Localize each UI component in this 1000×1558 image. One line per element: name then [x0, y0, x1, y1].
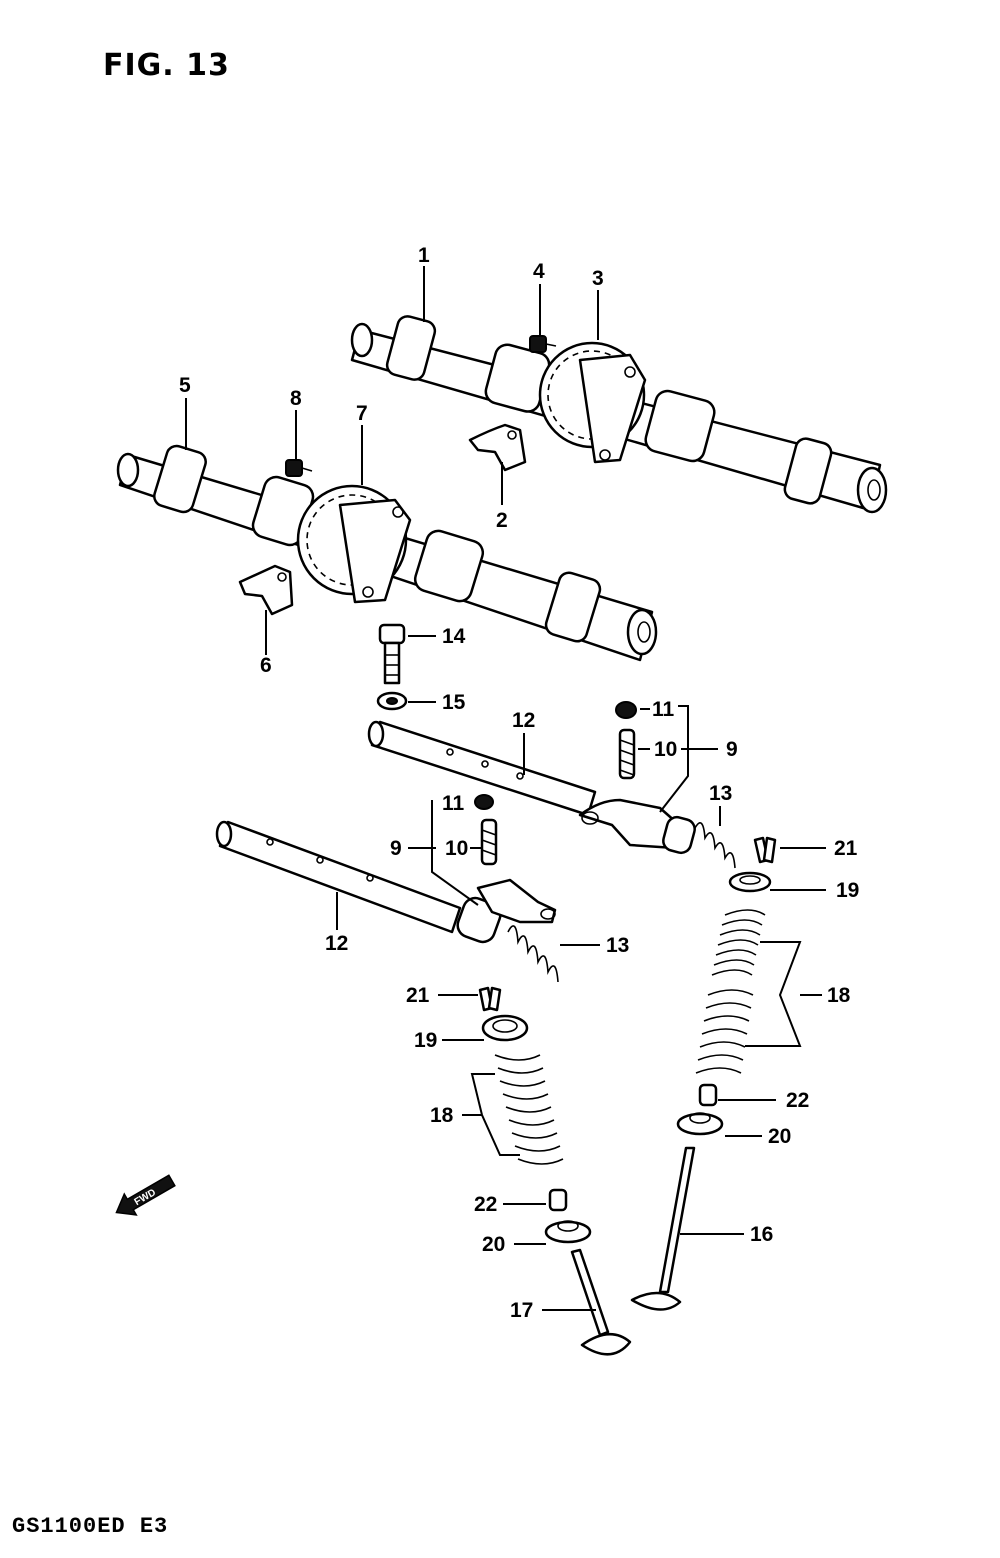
callout-22-right: 22 — [786, 1089, 809, 1112]
callout-19-upper: 19 — [836, 879, 859, 902]
callout-12-lower: 12 — [325, 932, 348, 955]
forward-arrow-icon: FWD — [115, 1174, 176, 1216]
callout-2: 2 — [496, 509, 508, 532]
rocker-arm-upper — [578, 798, 696, 855]
spring-retainer-right — [728, 871, 772, 893]
adjuster-nut-lower — [474, 794, 494, 810]
callout-labels: 1 4 3 5 8 7 2 6 14 15 12 11 10 9 13 11 9… — [179, 244, 859, 1322]
callout-13-upper: 13 — [709, 782, 732, 805]
adjuster-screw-upper — [618, 728, 636, 780]
callout-5: 5 — [179, 374, 191, 397]
figure-title: FIG. 13 — [103, 48, 230, 83]
callout-14: 14 — [442, 625, 466, 648]
callout-18-right: 18 — [827, 984, 851, 1007]
cam-sprocket-upper — [538, 341, 647, 464]
spring-retainer-left — [481, 1014, 529, 1042]
callout-6: 6 — [260, 654, 272, 677]
valve-stem-seal-right — [698, 1083, 718, 1107]
adjuster-nut-upper — [615, 701, 637, 719]
rocker-spring-lower — [507, 925, 559, 983]
callout-16: 16 — [750, 1223, 773, 1246]
rocker-arm-lower — [476, 878, 557, 924]
callout-3: 3 — [592, 267, 604, 290]
spring-seat-left — [544, 1220, 592, 1244]
rocker-shaft-bolt — [378, 623, 406, 685]
model-code: GS1100ED E3 — [12, 1514, 169, 1539]
valve-cotter-upper — [753, 836, 777, 864]
callout-20-right: 20 — [768, 1125, 791, 1148]
callout-8: 8 — [290, 387, 302, 410]
rocker-spring-upper — [694, 822, 736, 869]
sprocket-bolt-upper — [529, 335, 557, 353]
callout-17: 17 — [510, 1299, 533, 1322]
callout-11-lower: 11 — [442, 792, 465, 815]
camshaft-clip-upper — [468, 423, 527, 472]
cam-sprocket-lower — [296, 484, 412, 604]
forward-arrow-label: FWD — [133, 1187, 158, 1208]
valve-springs-right — [695, 909, 766, 1074]
callout-15: 15 — [442, 691, 466, 714]
intake-valve — [570, 1248, 632, 1356]
callout-11-upper: 11 — [652, 698, 675, 721]
valve-cotter-left — [478, 986, 502, 1012]
callout-20-left: 20 — [482, 1233, 505, 1256]
callout-19-lower: 19 — [414, 1029, 437, 1052]
callout-21-lower: 21 — [406, 984, 430, 1007]
leader-lines — [185, 266, 826, 1311]
callout-1: 1 — [418, 244, 430, 267]
callout-21-upper: 21 — [834, 837, 858, 860]
callout-22-left: 22 — [474, 1193, 497, 1216]
camshaft-clip-lower — [238, 564, 294, 616]
valve-springs-left — [494, 1054, 564, 1165]
callout-4: 4 — [533, 260, 545, 283]
callout-12-upper: 12 — [512, 709, 535, 732]
sprocket-bolt-lower — [285, 459, 313, 477]
callout-10-upper: 10 — [654, 738, 677, 761]
callout-18-left: 18 — [430, 1104, 454, 1127]
spring-seat-right — [676, 1112, 724, 1136]
callout-9-lower: 9 — [390, 837, 402, 860]
valve-stem-seal-left — [548, 1188, 568, 1212]
adjuster-screw-lower — [480, 818, 498, 866]
bolt-washer — [376, 691, 408, 711]
callout-13-lower: 13 — [606, 934, 629, 957]
callout-9-upper: 9 — [726, 738, 738, 761]
callout-10-lower: 10 — [445, 837, 468, 860]
exhaust-valve — [630, 1146, 696, 1311]
callout-7: 7 — [356, 402, 368, 425]
